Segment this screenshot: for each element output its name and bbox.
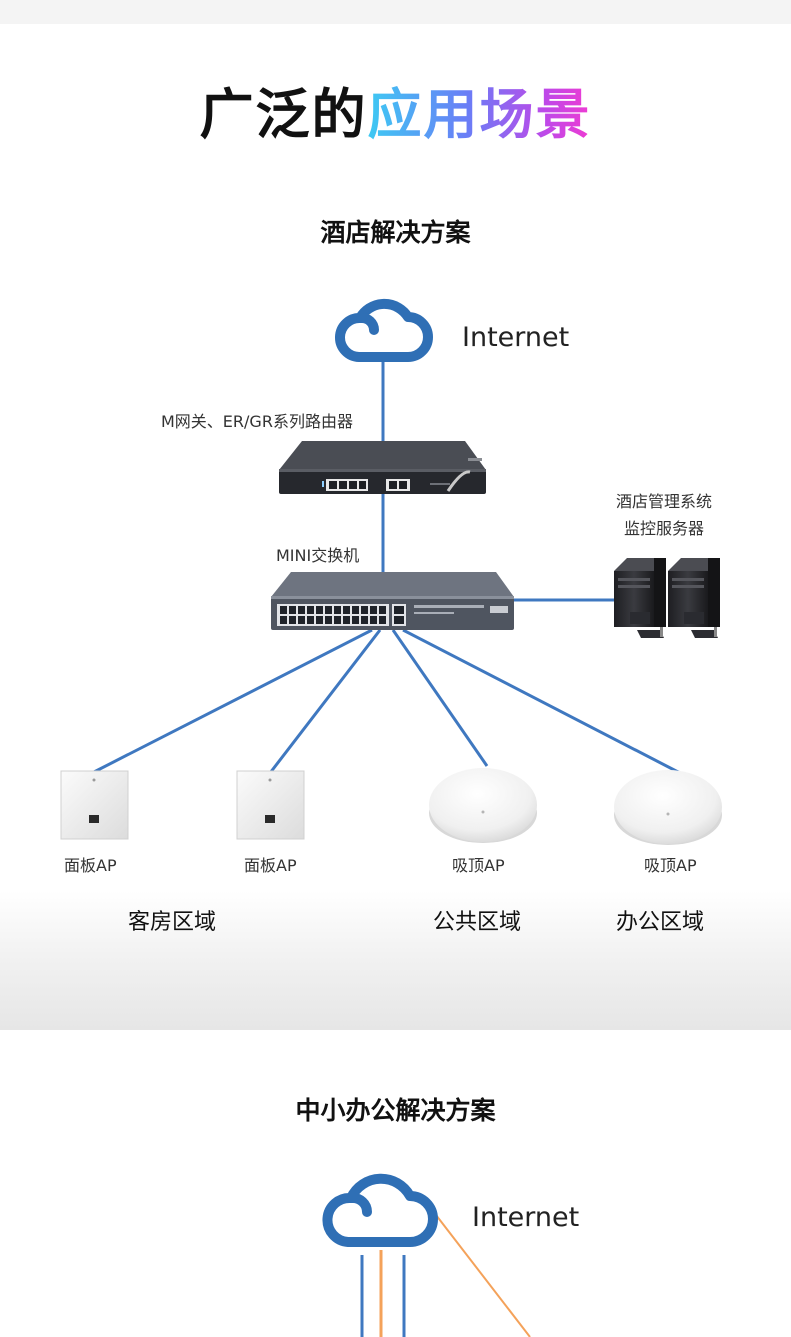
panel-ap-icon-2	[236, 770, 305, 840]
panel-ap-icon-1	[60, 770, 129, 840]
line-switch-ap2	[268, 629, 382, 774]
office-connection-lines	[360, 1214, 531, 1337]
line-switch-ap1	[91, 628, 373, 775]
ap-label-1: 面板AP	[64, 856, 117, 875]
line-switch-ap4	[402, 628, 683, 776]
server-label-line2: 监控服务器	[623, 519, 704, 538]
ap-label-2: 面板AP	[244, 856, 297, 875]
line-switch-ap3	[391, 629, 489, 767]
switch-label: MINI交换机	[276, 546, 360, 565]
zone-label-guestroom: 客房区域	[128, 910, 217, 935]
zone-label-office: 办公区域	[616, 910, 705, 935]
ceiling-ap-icon-2	[614, 770, 722, 845]
router-label: M网关、ER/GR系列路由器	[161, 412, 353, 431]
server-icon	[614, 558, 720, 638]
ap-label-3: 吸顶AP	[452, 856, 505, 875]
server-label-line1: 酒店管理系统	[615, 492, 712, 511]
office-line-diagonal	[435, 1214, 531, 1337]
zone-label-public: 公共区域	[433, 910, 522, 935]
switch-icon	[271, 572, 514, 630]
router-icon	[279, 441, 486, 494]
top-strip	[0, 0, 791, 24]
page-title-dark: 广泛的	[199, 83, 368, 146]
hotel-connection-lines	[91, 362, 683, 776]
office-cloud-icon	[322, 1173, 438, 1247]
page-title-gradient: 应用场景	[367, 83, 592, 146]
ceiling-ap-icon-1	[429, 768, 537, 843]
page-title: 广泛的应用场景	[0, 70, 791, 149]
internet-label: Internet	[462, 322, 570, 353]
ap-label-4: 吸顶AP	[644, 856, 697, 875]
office-section-title: 中小办公解决方案	[295, 1096, 496, 1125]
cloud-icon	[335, 298, 433, 362]
office-internet-label: Internet	[472, 1202, 580, 1233]
hotel-section-title: 酒店解决方案	[320, 218, 471, 247]
